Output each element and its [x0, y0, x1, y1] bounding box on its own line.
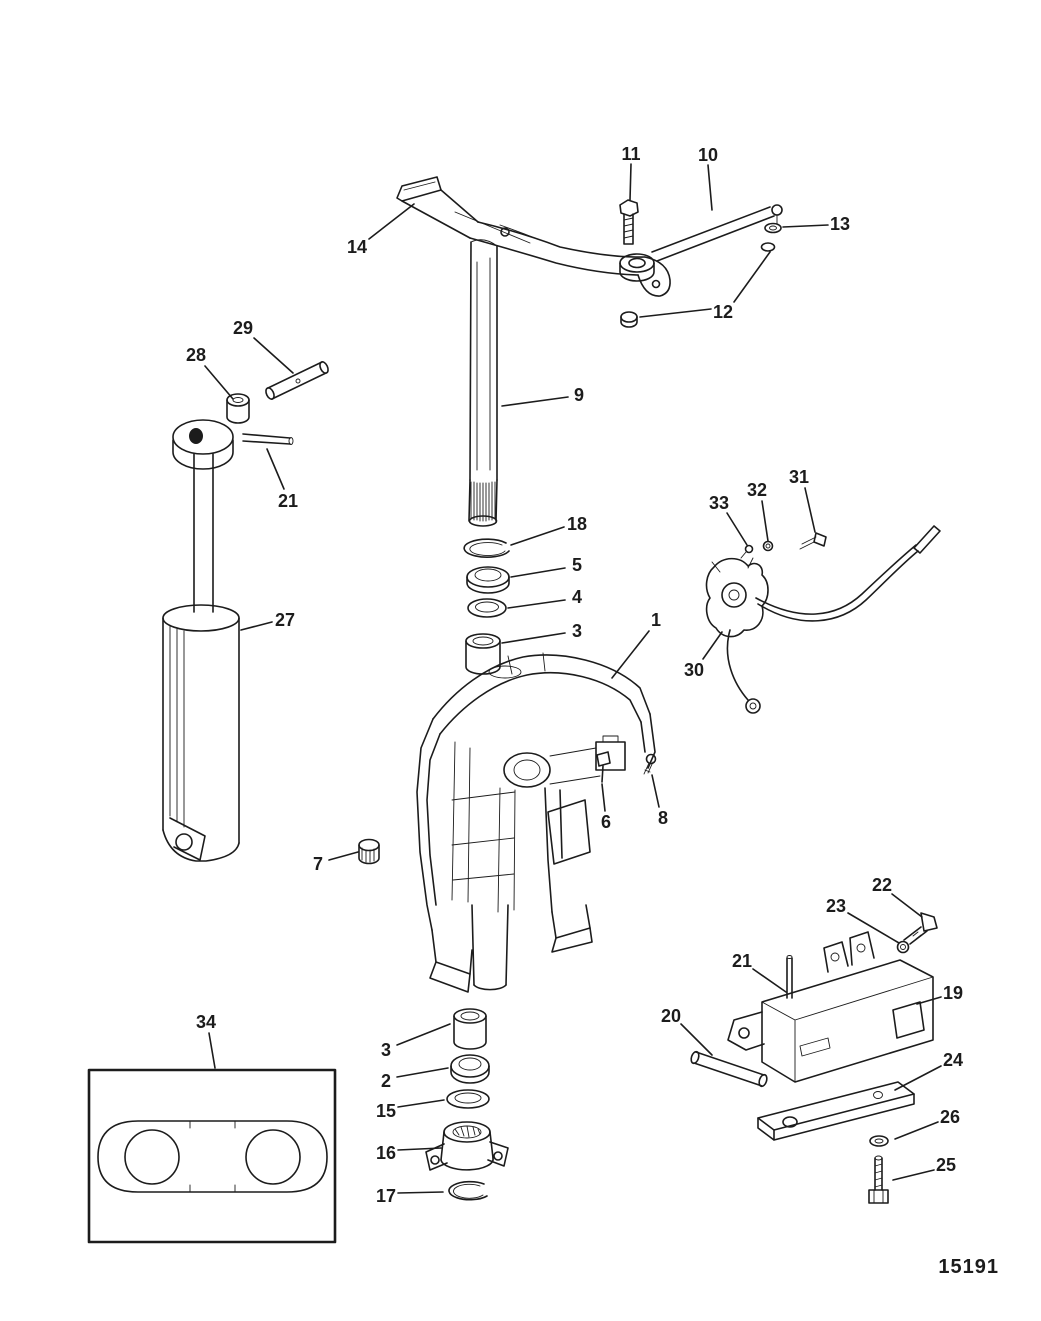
callout-13: 13 — [830, 214, 850, 234]
callout-10: 10 — [698, 145, 718, 165]
leader-line-33 — [726, 512, 748, 546]
callout-32: 32 — [747, 480, 767, 500]
callout-21-right: 21 — [732, 951, 752, 971]
leader-line-6 — [601, 783, 606, 812]
leader-line-13 — [782, 224, 829, 228]
callout-7: 7 — [313, 854, 323, 874]
leader-line-2 — [396, 1067, 449, 1078]
leader-line-30 — [702, 631, 723, 660]
leader-line-31 — [804, 487, 816, 533]
callout-22: 22 — [872, 875, 892, 895]
leader-line-18 — [510, 526, 565, 546]
trim-sender-assembly — [705, 525, 941, 714]
leader-line-7 — [328, 851, 359, 861]
callout-19: 19 — [943, 983, 963, 1003]
leader-line-17 — [397, 1191, 444, 1194]
callout-12: 12 — [713, 302, 733, 322]
leader-line-25 — [892, 1169, 935, 1181]
callout-14: 14 — [347, 237, 367, 257]
gasket-box — [87, 1068, 337, 1244]
leader-line-29 — [253, 337, 294, 374]
callout-9: 9 — [574, 385, 584, 405]
callout-16: 16 — [376, 1143, 396, 1163]
callout-21-left: 21 — [278, 491, 298, 511]
leader-line-12 — [733, 251, 771, 303]
leader-line-1 — [611, 630, 650, 679]
leader-line-8 — [651, 774, 660, 808]
steering-arm-assembly — [396, 176, 783, 328]
leader-line-20 — [680, 1023, 713, 1056]
callout-25: 25 — [936, 1155, 956, 1175]
leader-line-9 — [501, 396, 569, 407]
bushing-7 — [358, 838, 380, 865]
callout-31: 31 — [789, 467, 809, 487]
leader-line-28 — [204, 365, 234, 400]
callout-23: 23 — [826, 896, 846, 916]
callout-34: 34 — [196, 1012, 216, 1032]
callout-8: 8 — [658, 808, 668, 828]
leader-line-12 — [639, 308, 712, 318]
callout-17: 17 — [376, 1186, 396, 1206]
leader-line-19 — [916, 996, 942, 1005]
callout-28: 28 — [186, 345, 206, 365]
leader-line-14 — [368, 203, 415, 240]
leader-line-5 — [510, 567, 566, 578]
leader-line-24 — [894, 1065, 942, 1091]
leader-line-21-right — [752, 968, 787, 993]
callout-5: 5 — [572, 555, 582, 575]
tilt-cylinder-assembly — [162, 361, 329, 862]
callout-6: 6 — [601, 812, 611, 832]
leader-line-32 — [761, 500, 769, 542]
callout-20: 20 — [661, 1006, 681, 1026]
leader-line-10 — [707, 164, 713, 211]
anode-bracket-assembly — [690, 912, 938, 1204]
leader-line-11 — [629, 163, 632, 201]
callout-27: 27 — [275, 610, 295, 630]
leader-line-22 — [891, 893, 923, 918]
callout-29: 29 — [233, 318, 253, 338]
callout-1: 1 — [651, 610, 661, 630]
callout-26: 26 — [940, 1107, 960, 1127]
callout-18: 18 — [567, 514, 587, 534]
leader-line-15 — [397, 1099, 445, 1108]
callout-30: 30 — [684, 660, 704, 680]
lower-shaft-parts — [425, 1008, 509, 1201]
callout-24: 24 — [943, 1050, 963, 1070]
leader-line-3-upper — [501, 632, 566, 644]
shaft-washer-stack — [463, 538, 510, 675]
callout-33: 33 — [709, 493, 729, 513]
leader-line-16 — [397, 1147, 442, 1151]
drawing-number: 15191 — [938, 1256, 999, 1278]
callout-3-lower: 3 — [381, 1040, 391, 1060]
leader-line-23 — [847, 912, 900, 944]
swivel-bracket — [416, 652, 657, 993]
callout-11: 11 — [621, 144, 640, 164]
leader-line-34 — [208, 1032, 216, 1069]
callout-3-upper: 3 — [572, 621, 582, 641]
leader-line-3-lower — [396, 1023, 451, 1046]
leader-line-21-left — [266, 448, 285, 490]
callout-4: 4 — [572, 587, 582, 607]
callout-2: 2 — [381, 1071, 391, 1091]
leader-line-4 — [507, 599, 566, 609]
callout-15: 15 — [376, 1101, 396, 1121]
leader-line-26 — [894, 1121, 939, 1140]
swivel-shaft — [468, 239, 498, 527]
leader-line-27 — [240, 621, 273, 631]
